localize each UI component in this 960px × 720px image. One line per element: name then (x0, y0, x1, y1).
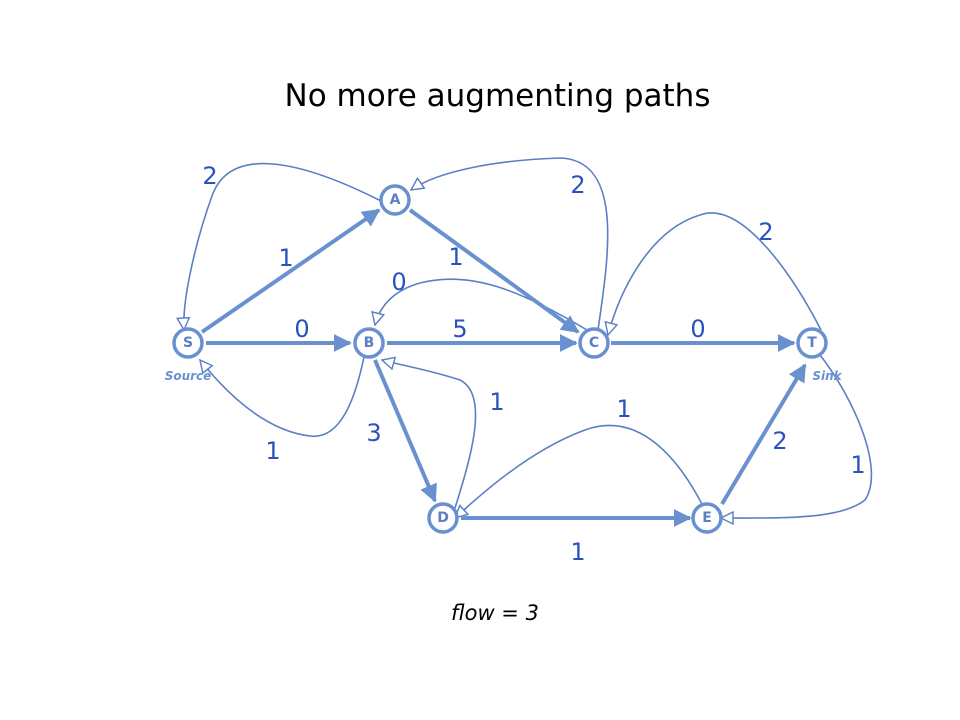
edge-label-C-T: 0 (690, 315, 705, 343)
node-A: A (379, 184, 411, 216)
svg-text:S: S (183, 335, 193, 351)
node-S: S (172, 327, 204, 359)
svg-text:B: B (364, 335, 375, 351)
sink-caption: Sink (812, 369, 842, 383)
residual-edge-C-B (375, 278, 588, 331)
residual-edge-D-B (382, 360, 477, 509)
page-title: No more augmenting paths (284, 78, 711, 114)
node-B: B (353, 327, 385, 359)
edge-label-C-B: 0 (391, 268, 406, 296)
edge-label-B-D: 3 (366, 419, 381, 447)
residual-edge-T-C (608, 212, 822, 335)
svg-text:D: D (437, 510, 449, 526)
node-C: C (578, 327, 610, 359)
source-caption: Source (165, 369, 212, 383)
svg-text:A: A (390, 192, 401, 208)
edge-label-S-A: 1 (278, 244, 293, 272)
node-T: T (796, 327, 828, 359)
edge-label-T-E: 1 (850, 451, 865, 479)
edge-label-A-S: 2 (202, 162, 217, 190)
residual-edge-E-D (455, 424, 706, 518)
forward-edge-E-T (720, 363, 807, 506)
edge-label-T-C: 2 (758, 218, 773, 246)
svg-text:C: C (589, 335, 599, 351)
flow-value-caption: flow = 3 (451, 601, 539, 625)
forward-edge-B-D (373, 359, 437, 503)
edge-label-A-C: 1 (448, 243, 463, 271)
svg-text:E: E (702, 510, 712, 526)
edge-label-E-T: 2 (772, 427, 787, 455)
edge-label-D-B: 1 (489, 388, 504, 416)
forward-edge-A-C (408, 208, 580, 334)
residual-edge-B-S (200, 356, 365, 437)
edge-label-E-D: 1 (616, 395, 631, 423)
node-D: D (427, 502, 459, 534)
residual-edge-T-E (721, 354, 873, 518)
residual-edge-A-S (184, 162, 382, 330)
edge-label-B-C: 5 (452, 315, 467, 343)
svg-text:T: T (807, 335, 817, 351)
edge-label-B-S: 1 (265, 437, 280, 465)
forward-edge-S-A (200, 208, 381, 334)
edge-label-C-A: 2 (570, 171, 585, 199)
edge-label-D-E: 1 (570, 538, 585, 566)
node-E: E (691, 502, 723, 534)
residual-edge-C-A (411, 157, 609, 331)
edge-label-S-B: 0 (294, 315, 309, 343)
